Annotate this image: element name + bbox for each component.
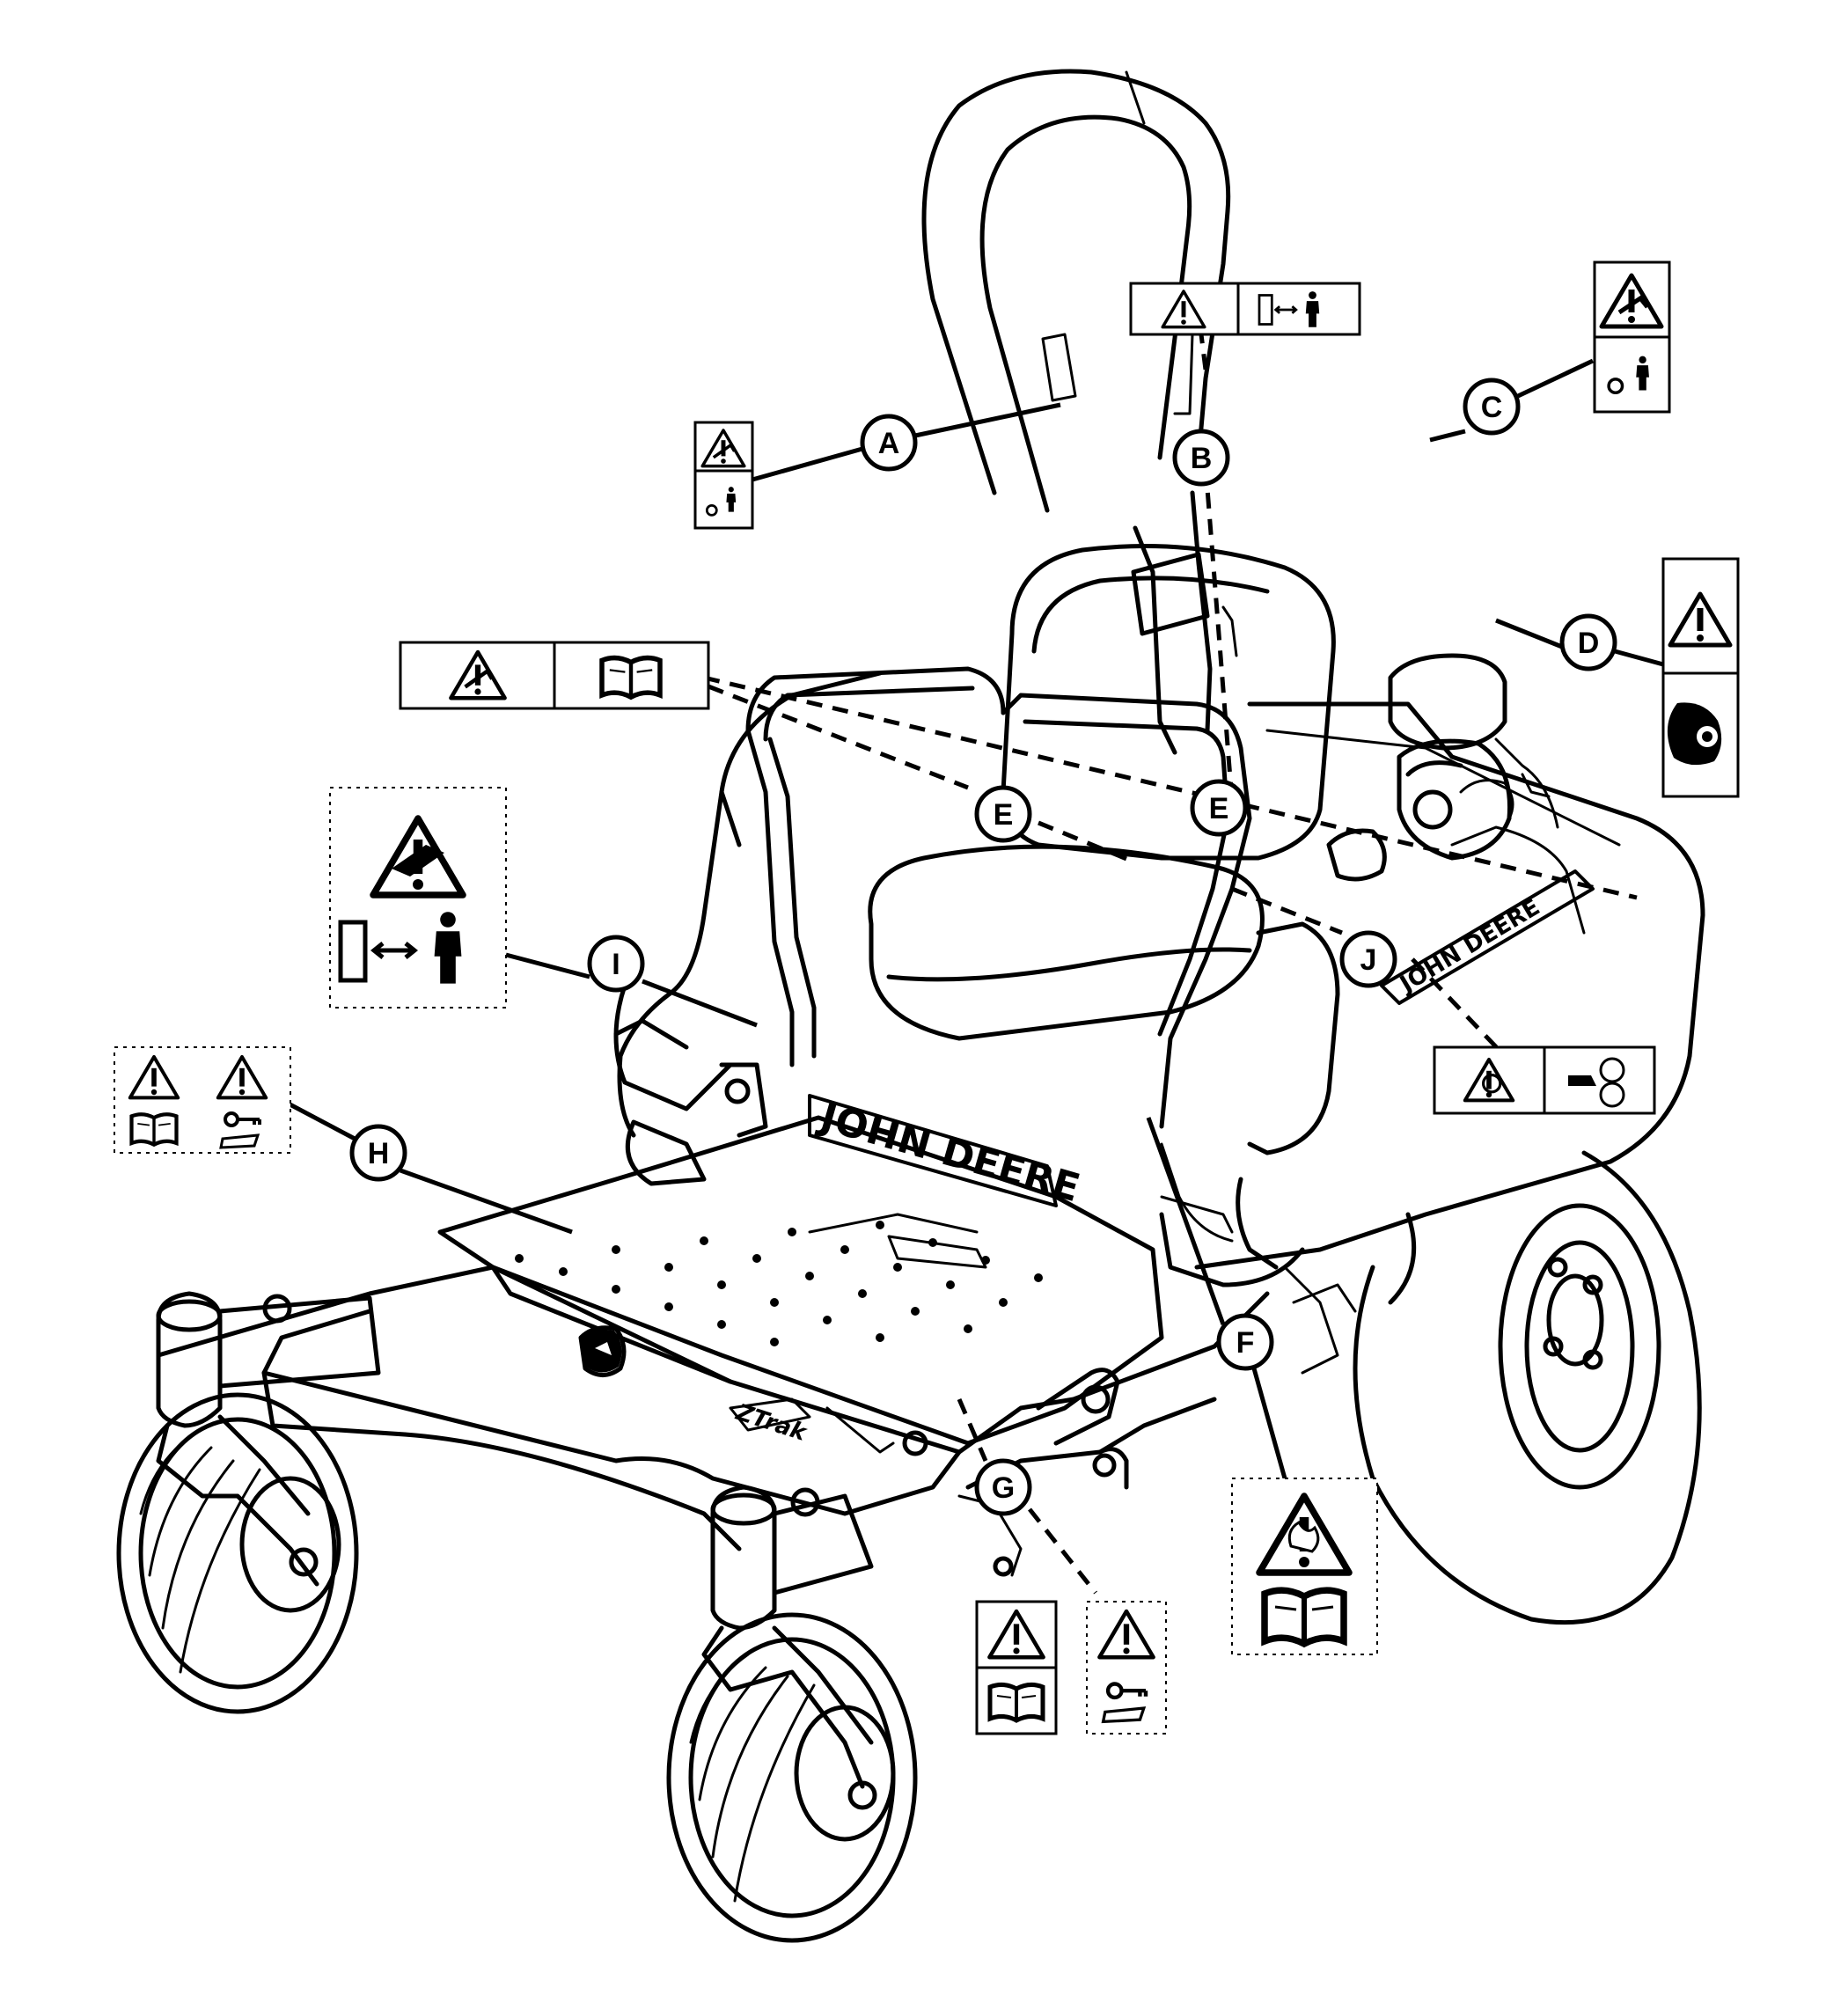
footrest-floor-pan [437, 1115, 1164, 1446]
callout-h: H [349, 1124, 407, 1182]
svg-text:B: B [1191, 442, 1213, 475]
side-brand-text: JOHN DEERE [1394, 894, 1544, 999]
callout-g: G [974, 1458, 1032, 1516]
left-front-caster [156, 1291, 381, 1587]
svg-text:D: D [1578, 627, 1600, 660]
decal-a [693, 421, 754, 530]
zero-turn-mower-illustration [116, 69, 1705, 1943]
callout-e-right: E [1190, 779, 1248, 837]
remove-key-icon [1101, 1682, 1148, 1724]
decal-b [1129, 282, 1361, 336]
seat-base-brand-text: JOHN DEERE [813, 1094, 1085, 1211]
rollover-hazard-icon [1602, 275, 1661, 326]
deer-logo-icon [583, 1330, 622, 1373]
engine-area [1326, 653, 1559, 882]
seatbelt-icon [1607, 356, 1649, 395]
callout-a: A [860, 414, 918, 472]
rollover-hazard-icon [700, 429, 746, 468]
fan-hazard-icon [1568, 1057, 1625, 1108]
svg-text:A: A [878, 427, 900, 460]
right-front-wheel [666, 1612, 918, 1943]
steering-linkage [957, 1265, 1357, 1577]
operator-seat [868, 544, 1336, 1041]
decal-g [975, 1600, 1167, 1735]
right-front-caster [701, 1485, 874, 1789]
left-front-wheel [116, 1392, 359, 1714]
svg-text:E: E [1209, 792, 1229, 825]
keep-distance-icon [338, 912, 462, 984]
hot-surface-icon [1259, 1496, 1349, 1573]
right-frame-rail [1160, 1142, 1417, 1305]
svg-text:J: J [1360, 943, 1377, 977]
right-rear-drive-wheel [1353, 1150, 1702, 1625]
seatbelt-icon [705, 487, 737, 517]
callout-e-left: E [974, 785, 1032, 843]
decal-f [1231, 1478, 1378, 1655]
front-frame [156, 1265, 1270, 1551]
rops-roll-bar [921, 69, 1231, 755]
callout-j: J [1339, 930, 1397, 988]
svg-text:E: E [994, 798, 1014, 832]
keep-distance-icon [1258, 291, 1320, 327]
crush-hazard-icon [373, 818, 463, 895]
left-rear-panel [613, 983, 768, 1186]
svg-text:H: H [368, 1137, 390, 1170]
callout-i: I [587, 935, 645, 993]
svg-text:C: C [1481, 391, 1503, 424]
callout-f: F [1216, 1313, 1274, 1371]
decal-i [329, 787, 507, 1009]
decal-c [1593, 260, 1671, 414]
svg-text:G: G [992, 1471, 1015, 1505]
side-brand-plate [1380, 869, 1595, 1005]
remove-key-icon [219, 1111, 261, 1149]
warning-triangle-icon [1099, 1611, 1153, 1657]
svg-text:I: I [612, 948, 620, 981]
motion-control-levers [745, 666, 1252, 1129]
decal-d [1661, 557, 1740, 798]
decal-h [114, 1046, 291, 1154]
leader-lines [280, 298, 1664, 1595]
decal-j [1433, 1045, 1656, 1115]
decal-e [399, 641, 710, 710]
callout-c: C [1463, 378, 1521, 436]
callout-d: D [1559, 613, 1617, 671]
rollover-hazard-icon [451, 652, 504, 698]
floor-grip-dots [515, 1221, 1043, 1346]
hand-entanglement-icon [1465, 1060, 1513, 1100]
callout-markers: A B C D E E F G [349, 378, 1617, 1516]
hearing-protection-icon [1667, 702, 1722, 766]
svg-text:F: F [1236, 1326, 1255, 1360]
callout-b: B [1172, 429, 1230, 487]
